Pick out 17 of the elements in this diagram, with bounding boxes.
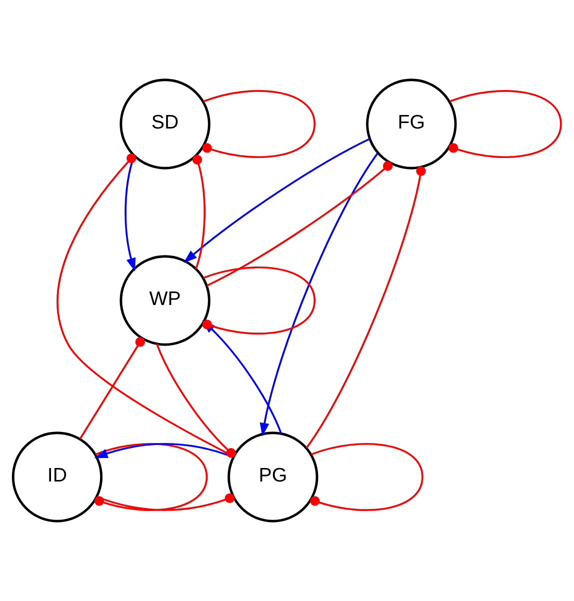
connector <box>206 161 393 286</box>
connector <box>156 344 236 458</box>
connector <box>448 90 562 158</box>
node-circle: SD <box>120 78 210 170</box>
connector <box>56 154 234 458</box>
connector <box>192 154 206 270</box>
connector <box>202 90 316 158</box>
node-circle: PG <box>228 432 318 522</box>
connector <box>310 443 424 511</box>
arrow <box>184 138 370 263</box>
arrow <box>94 443 234 458</box>
connector <box>306 166 426 448</box>
arrow <box>260 152 378 436</box>
node-circle: FG <box>366 78 457 170</box>
connector <box>79 337 145 440</box>
node-circle: ID <box>12 432 103 522</box>
connector <box>96 493 234 511</box>
